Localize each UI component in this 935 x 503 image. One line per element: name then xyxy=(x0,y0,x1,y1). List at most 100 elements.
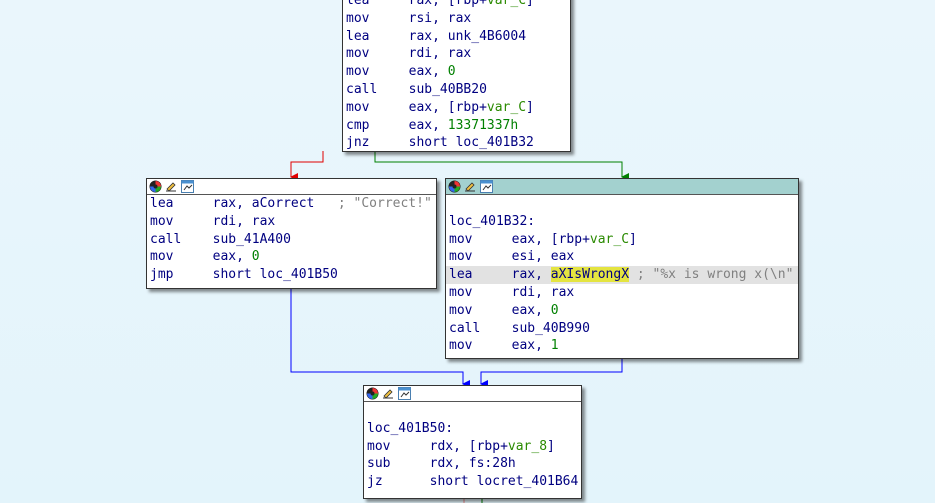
mnemonic[interactable]: call xyxy=(346,81,409,97)
edge-true[interactable] xyxy=(374,151,629,181)
mnemonic[interactable]: mov xyxy=(150,213,213,229)
operand[interactable]: eax, xyxy=(408,64,448,80)
operand[interactable]: rdi, rax xyxy=(408,46,472,62)
operand[interactable]: aXIsWrongX xyxy=(550,267,630,283)
code-label[interactable]: loc_401B50: xyxy=(367,420,578,438)
edge-fallthrough-right[interactable] xyxy=(480,358,623,388)
instruction-line[interactable]: lea rax, [rbp+var_C] xyxy=(346,0,567,10)
code-block-correct[interactable]: lea rax, aCorrect ; "Correct!"mov rdi, r… xyxy=(146,178,437,289)
operand[interactable]: sub_41A400 xyxy=(212,231,291,247)
operand[interactable]: short loc_401B32 xyxy=(408,135,534,151)
color-palette-icon[interactable] xyxy=(366,387,379,400)
instruction-line[interactable]: mov rdx, [rbp+var_8] xyxy=(367,438,578,456)
graph-overview-icon[interactable] xyxy=(398,387,411,400)
operand[interactable]: rdx, fs:28h xyxy=(429,456,516,472)
instruction-line[interactable]: mov rsi, rax xyxy=(346,10,567,28)
mnemonic[interactable]: mov xyxy=(346,10,409,26)
edge-false[interactable] xyxy=(290,151,324,181)
operand[interactable]: rax, unk_4B6004 xyxy=(408,28,527,44)
label-text[interactable]: loc_401B32: xyxy=(449,213,536,229)
instruction-line[interactable]: mov eax, 1 xyxy=(449,337,795,355)
mnemonic[interactable]: mov xyxy=(449,302,512,318)
mnemonic[interactable]: jmp xyxy=(150,267,213,283)
mnemonic[interactable]: lea xyxy=(346,0,409,8)
operand[interactable]: ] xyxy=(526,0,534,8)
instruction-line[interactable]: mov rdi, rax xyxy=(150,213,433,231)
operand[interactable]: 0 xyxy=(447,64,456,80)
code-label[interactable]: loc_401B32: xyxy=(449,213,795,231)
graph-overview-icon[interactable] xyxy=(480,180,493,193)
operand[interactable]: 0 xyxy=(550,302,559,318)
block-header[interactable] xyxy=(147,179,436,195)
instruction-line[interactable]: jz short locret_401B64 xyxy=(367,473,578,491)
mnemonic[interactable]: mov xyxy=(367,438,430,454)
instruction-line[interactable]: mov rdi, rax xyxy=(346,45,567,63)
instruction-line[interactable]: call sub_40B990 xyxy=(449,320,795,338)
instruction-line[interactable]: jmp short loc_401B50 xyxy=(150,266,433,284)
mnemonic[interactable]: mov xyxy=(449,284,512,300)
instruction-line[interactable]: mov rdi, rax xyxy=(449,284,795,302)
operand[interactable]: rdx, [rbp+ xyxy=(429,438,508,454)
mnemonic[interactable]: mov xyxy=(150,249,213,265)
instruction-line[interactable]: cmp eax, 13371337h xyxy=(346,117,567,135)
operand[interactable]: eax, xyxy=(212,249,252,265)
mnemonic[interactable]: mov xyxy=(346,99,409,115)
mnemonic[interactable]: call xyxy=(449,320,512,336)
edit-icon[interactable] xyxy=(464,180,477,193)
operand[interactable]: 1 xyxy=(550,338,559,354)
mnemonic[interactable]: mov xyxy=(346,46,409,62)
operand[interactable]: 0 xyxy=(251,249,260,265)
operand[interactable]: eax, xyxy=(511,338,551,354)
blank-line[interactable] xyxy=(367,402,578,420)
operand[interactable]: sub_40B990 xyxy=(511,320,590,336)
instruction-line[interactable]: mov eax, 0 xyxy=(449,302,795,320)
mnemonic[interactable]: jz xyxy=(367,474,430,490)
operand[interactable]: eax, [rbp+ xyxy=(408,99,487,115)
mnemonic[interactable]: mov xyxy=(449,231,512,247)
operand[interactable]: rdi, rax xyxy=(212,213,276,229)
operand[interactable]: var_C xyxy=(486,0,527,8)
block-header[interactable] xyxy=(446,179,798,195)
mnemonic[interactable]: call xyxy=(150,231,213,247)
code-block-wrong[interactable]: loc_401B32:mov eax, [rbp+var_C]mov esi, … xyxy=(445,178,799,359)
operand[interactable]: var_C xyxy=(589,231,630,247)
edit-icon[interactable] xyxy=(165,180,178,193)
instruction-line[interactable]: call sub_40BB20 xyxy=(346,81,567,99)
instruction-line[interactable]: jnz short loc_401B32 xyxy=(346,134,567,152)
instruction-line[interactable]: mov eax, [rbp+var_C] xyxy=(449,231,795,249)
mnemonic[interactable]: lea xyxy=(346,28,409,44)
color-palette-icon[interactable] xyxy=(149,180,162,193)
edit-icon[interactable] xyxy=(382,387,395,400)
operand[interactable]: rax, aCorrect xyxy=(212,196,338,211)
instruction-line[interactable]: lea rax, unk_4B6004 xyxy=(346,28,567,46)
operand[interactable]: var_8 xyxy=(507,438,548,454)
operand[interactable]: ] xyxy=(629,231,637,247)
instruction-line[interactable]: call sub_41A400 xyxy=(150,231,433,249)
label-text[interactable]: loc_401B50: xyxy=(367,420,454,436)
operand[interactable]: var_C xyxy=(486,99,527,115)
operand[interactable]: rbp+ xyxy=(455,0,487,8)
mnemonic[interactable]: mov xyxy=(346,64,409,80)
operand[interactable]: eax, [rbp+ xyxy=(511,231,590,247)
mnemonic[interactable]: mov xyxy=(449,249,512,265)
color-palette-icon[interactable] xyxy=(448,180,461,193)
instruction-line[interactable]: lea rax, aXIsWrongX ; "%x is wrong x(\n" xyxy=(446,266,798,284)
operand[interactable]: eax, xyxy=(511,302,551,318)
operand[interactable]: short loc_401B50 xyxy=(212,267,338,283)
operand[interactable]: ] xyxy=(526,99,534,115)
mnemonic[interactable]: cmp xyxy=(346,117,409,133)
instruction-line[interactable]: mov eax, 0 xyxy=(346,63,567,81)
mnemonic[interactable]: jnz xyxy=(346,135,409,151)
instruction-line[interactable]: sub rdx, fs:28h xyxy=(367,455,578,473)
code-block-loc-401b50[interactable]: loc_401B50:mov rdx, [rbp+var_8]sub rdx, … xyxy=(363,385,582,499)
mnemonic[interactable]: sub xyxy=(367,456,430,472)
operand[interactable]: short locret_401B64 xyxy=(429,474,579,490)
operand[interactable]: ] xyxy=(547,438,555,454)
operand[interactable]: esi, eax xyxy=(511,249,575,265)
mnemonic[interactable]: mov xyxy=(449,338,512,354)
mnemonic[interactable]: lea xyxy=(150,196,213,211)
operand[interactable]: 13371337h xyxy=(447,117,519,133)
instruction-line[interactable]: mov eax, [rbp+var_C] xyxy=(346,99,567,117)
operand[interactable]: rax, [ xyxy=(408,0,456,8)
